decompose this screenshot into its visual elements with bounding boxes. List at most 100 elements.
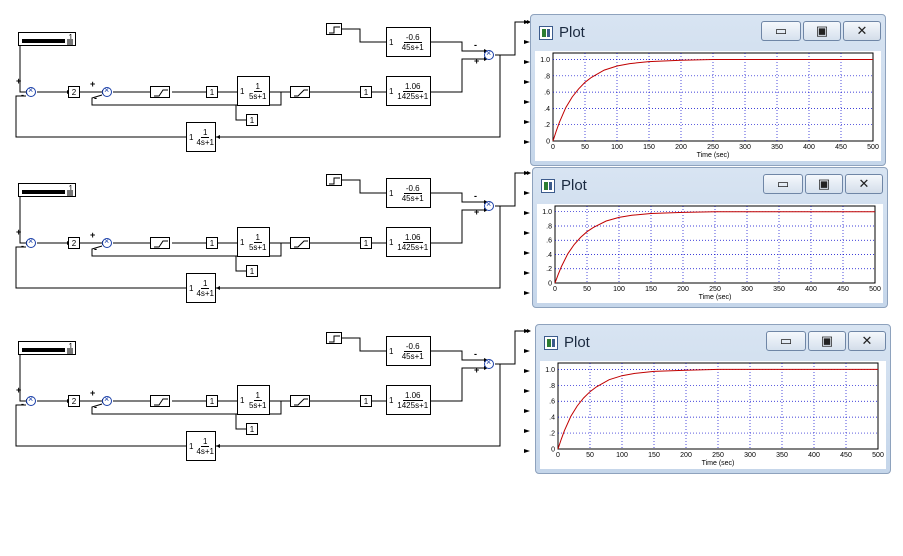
sum-junction-1[interactable]: [26, 394, 36, 406]
unit-gain-block[interactable]: 1: [360, 86, 372, 98]
x-tick-label: 150: [643, 144, 655, 151]
plot-app-icon: [541, 179, 555, 193]
transfer-function-feedback[interactable]: 1 1 4s+1: [186, 273, 216, 303]
sum-junction-3[interactable]: [484, 199, 494, 211]
y-tick-label: 1.0: [542, 209, 552, 216]
close-icon: ✕: [858, 176, 870, 191]
sum-junction-2[interactable]: [102, 236, 112, 248]
step-source-block[interactable]: [326, 174, 342, 186]
tf-gain: 1: [389, 37, 394, 47]
x-tick-label: 200: [677, 286, 689, 293]
y-tick-label: 0: [551, 447, 555, 454]
slider-knob[interactable]: [67, 348, 73, 354]
plot-titlebar[interactable]: Plot ▭ ▣ ✕: [536, 325, 890, 361]
transfer-function-feedback[interactable]: 1 1 4s+1: [186, 122, 216, 152]
close-button[interactable]: ✕: [843, 21, 881, 41]
unit-gain-block[interactable]: 1: [206, 237, 218, 249]
ramp-icon: [294, 398, 308, 406]
sum-junction-3[interactable]: [484, 357, 494, 369]
x-tick-label: 500: [869, 286, 881, 293]
block-diagram: 1 + - 2 + - 1 1 1 5s+1 1: [0, 311, 531, 471]
sum-sign-plus: +: [474, 365, 480, 375]
transfer-function-fast[interactable]: 1 1 5s+1: [237, 76, 270, 106]
maximize-button[interactable]: ▣: [803, 21, 841, 41]
plot-titlebar[interactable]: Plot ▭ ▣ ✕: [531, 15, 885, 51]
slider-knob[interactable]: [67, 190, 73, 196]
unit-gain-block[interactable]: 1: [360, 237, 372, 249]
rate-limiter-block[interactable]: [290, 395, 310, 407]
sum-junction-1[interactable]: [26, 236, 36, 248]
input-slider[interactable]: 1: [18, 32, 76, 46]
minimize-button[interactable]: ▭: [761, 21, 801, 41]
transfer-function-slow[interactable]: 1 1.06 1425s+1: [386, 76, 431, 106]
transfer-function-disturbance[interactable]: 1 -0.6 45s+1: [386, 336, 431, 366]
tf-numerator: 1.06: [402, 81, 423, 92]
sum-junction-2[interactable]: [102, 394, 112, 406]
limiter-block[interactable]: [150, 86, 170, 98]
sum-junction-3[interactable]: [484, 48, 494, 60]
tf-numerator: -0.6: [403, 183, 422, 194]
slider-knob[interactable]: [67, 39, 73, 45]
tf-denominator: 45s+1: [401, 351, 424, 361]
input-slider[interactable]: 1: [18, 341, 76, 355]
tf-denominator: 5s+1: [248, 400, 267, 410]
ramp-icon: [294, 240, 308, 248]
unit-gain-block[interactable]: 1: [206, 395, 218, 407]
sum-sign-minus: -: [94, 402, 97, 412]
y-tick-label: .2: [546, 266, 552, 273]
transfer-function-feedback[interactable]: 1 1 4s+1: [186, 431, 216, 461]
minimize-button[interactable]: ▭: [766, 331, 806, 351]
sum-junction-1[interactable]: [26, 85, 36, 97]
limiter-block[interactable]: [150, 395, 170, 407]
y-tick-label: .6: [546, 238, 552, 245]
slider-value: 1: [68, 33, 73, 42]
minimize-button[interactable]: ▭: [763, 174, 803, 194]
tf-numerator: 1.06: [402, 232, 423, 243]
close-button[interactable]: ✕: [848, 331, 886, 351]
feedback-gain-block[interactable]: 1: [246, 114, 258, 126]
maximize-button[interactable]: ▣: [805, 174, 843, 194]
gain-block[interactable]: 2: [68, 237, 80, 249]
ramp-icon: [294, 89, 308, 97]
transfer-function-fast[interactable]: 1 1 5s+1: [237, 227, 270, 257]
step-source-block[interactable]: [326, 23, 342, 35]
gain-value: 1: [363, 87, 369, 97]
x-tick-label: 350: [771, 144, 783, 151]
transfer-function-disturbance[interactable]: 1 -0.6 45s+1: [386, 27, 431, 57]
tf-gain: 1: [240, 395, 245, 405]
transfer-function-disturbance[interactable]: 1 -0.6 45s+1: [386, 178, 431, 208]
x-tick-label: 400: [808, 452, 820, 459]
rate-limiter-block[interactable]: [290, 86, 310, 98]
tf-numerator: 1: [201, 127, 210, 138]
transfer-function-slow[interactable]: 1 1.06 1425s+1: [386, 385, 431, 415]
unit-gain-block[interactable]: 1: [360, 395, 372, 407]
x-tick-label: 300: [744, 452, 756, 459]
maximize-button[interactable]: ▣: [808, 331, 846, 351]
x-tick-label: 50: [586, 452, 594, 459]
sum-sign-plus: +: [16, 227, 22, 237]
close-button[interactable]: ✕: [845, 174, 883, 194]
tf-numerator: 1: [253, 81, 262, 92]
y-tick-label: .8: [549, 383, 555, 390]
feedback-gain-block[interactable]: 1: [246, 423, 258, 435]
rate-limiter-block[interactable]: [290, 237, 310, 249]
limiter-block[interactable]: [150, 237, 170, 249]
gain-value: 1: [363, 396, 369, 406]
plot-titlebar[interactable]: Plot ▭ ▣ ✕: [533, 168, 887, 204]
sum-junction-2[interactable]: [102, 85, 112, 97]
gain-value: 1: [209, 87, 215, 97]
gain-block[interactable]: 2: [68, 395, 80, 407]
step-source-block[interactable]: [326, 332, 342, 344]
transfer-function-slow[interactable]: 1 1.06 1425s+1: [386, 227, 431, 257]
unit-gain-block[interactable]: 1: [206, 86, 218, 98]
transfer-function-fast[interactable]: 1 1 5s+1: [237, 385, 270, 415]
gain-block[interactable]: 2: [68, 86, 80, 98]
input-slider[interactable]: 1: [18, 183, 76, 197]
feedback-gain-block[interactable]: 1: [246, 265, 258, 277]
x-tick-label: 450: [835, 144, 847, 151]
